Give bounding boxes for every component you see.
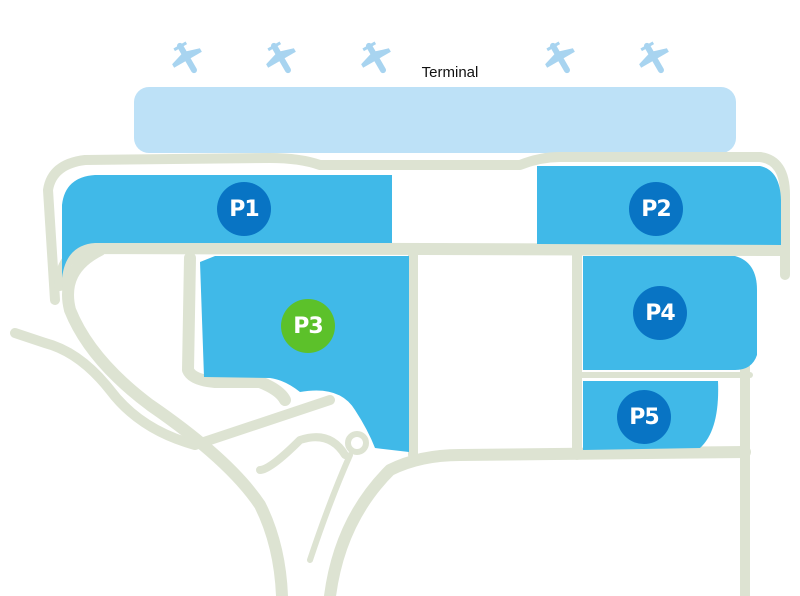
- airplane-icon: [172, 41, 202, 74]
- terminal-label: Terminal: [421, 64, 479, 81]
- airplane-icon: [361, 41, 391, 74]
- terminal-building: [134, 87, 736, 153]
- lot-p3: [200, 256, 409, 452]
- parking-badge-p4[interactable]: P4: [633, 286, 687, 340]
- parking-badge-p5[interactable]: P5: [617, 390, 671, 444]
- airplane-icon: [639, 41, 669, 74]
- parking-badge-p2[interactable]: P2: [629, 182, 683, 236]
- parking-badge-p1[interactable]: P1: [217, 182, 271, 236]
- airplane-icon: [545, 41, 575, 74]
- airplane-icon: [266, 41, 296, 74]
- parking-badge-p3[interactable]: P3: [281, 299, 335, 353]
- airplane-icons: [172, 41, 669, 74]
- roads: [10, 152, 790, 596]
